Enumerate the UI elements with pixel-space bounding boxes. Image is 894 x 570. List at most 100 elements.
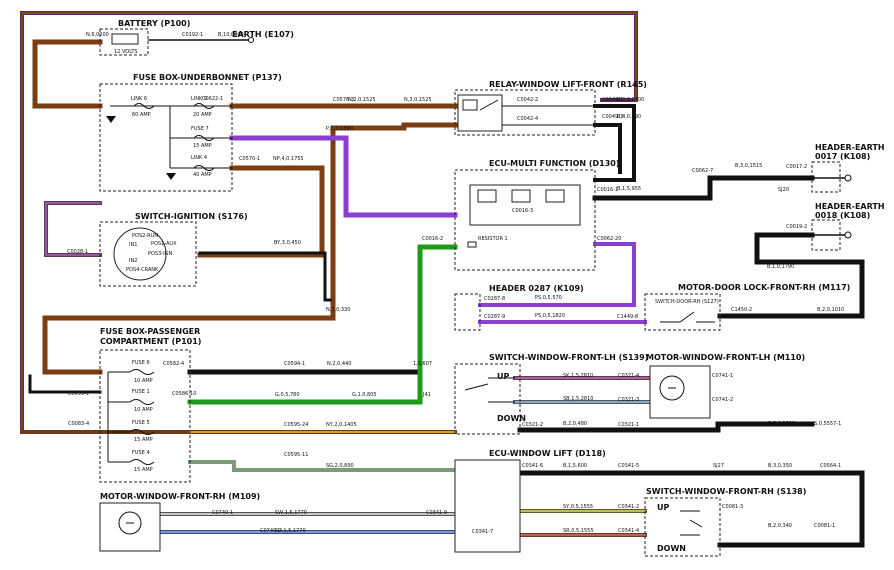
- wire-label: S,0,5557-1: [814, 421, 841, 427]
- svg-text:10 AMP: 10 AMP: [134, 378, 153, 384]
- wire-label: SK,1,5,2810: [563, 373, 593, 379]
- svg-text:IN1: IN1: [129, 242, 137, 248]
- svg-text:RELAY-WINDOW LIFT-FRONT (R145): RELAY-WINDOW LIFT-FRONT (R145): [489, 80, 647, 89]
- svg-text:20 AMP: 20 AMP: [193, 112, 212, 118]
- svg-text:15 AMP: 15 AMP: [134, 467, 153, 473]
- svg-text:C0740-2: C0740-2: [260, 528, 281, 534]
- wire-label: P,1,0,1890: [326, 126, 353, 132]
- wire-label: B,3,0,1515: [735, 163, 762, 169]
- svg-text:FUSE 6: FUSE 6: [132, 360, 150, 366]
- svg-text:15 AMP: 15 AMP: [134, 437, 153, 443]
- wire-label: NY,2,0,1405: [326, 422, 357, 428]
- svg-text:C0321-3: C0321-3: [618, 397, 639, 403]
- header-earth-2: HEADER-EARTH 0018 (K108) C0019-2: [786, 202, 885, 251]
- wires: [20, 11, 865, 548]
- wire-label: SG,2,0,890: [326, 463, 354, 469]
- wire-label: N,2,0,440: [327, 361, 351, 367]
- wire-battery-brown: [32, 39, 103, 109]
- svg-text:40 AMP: 40 AMP: [193, 172, 212, 178]
- wire-green: [187, 244, 458, 405]
- wire-label: SB,1,5,2810: [563, 396, 593, 402]
- switch-window-rh: SWITCH-WINDOW-FRONT-RH (S138) UP DOWN C0…: [644, 487, 806, 557]
- wire-label: C0049-3: [602, 114, 623, 120]
- svg-text:SWITCH-DOOR-RH (S127): SWITCH-DOOR-RH (S127): [655, 299, 719, 305]
- svg-text:HEADER-EARTH: HEADER-EARTH: [815, 143, 885, 152]
- svg-text:LINK 4: LINK 4: [191, 155, 207, 161]
- battery: BATTERY (P100) 12 VOLTS N,6,0000 C0192-1…: [86, 19, 294, 56]
- svg-text:FUSE 4: FUSE 4: [132, 450, 150, 456]
- svg-text:C1450-2: C1450-2: [731, 307, 752, 313]
- svg-text:RESISTOR 1: RESISTOR 1: [478, 236, 508, 242]
- wire-black-lh: [517, 421, 815, 433]
- wire-label: SR,0,5,1555: [563, 528, 594, 534]
- fuse-box-underbonnet: FUSE BOX-UNDERBONNET (P137) LINK 6 60 AM…: [99, 73, 282, 192]
- wire-label: N,3,0,1525: [404, 97, 432, 103]
- wire-label: C0564-1: [820, 463, 841, 469]
- wire-label: B,1,5,600: [563, 463, 587, 469]
- wire-slate-green: [188, 460, 457, 472]
- svg-text:C0042-4: C0042-4: [517, 116, 538, 122]
- wire-label: C0049-1: [602, 97, 623, 103]
- svg-text:C0081-3: C0081-3: [722, 504, 743, 510]
- wire-label: 1,0,607: [413, 361, 432, 367]
- svg-text:C0341-6: C0341-6: [522, 463, 543, 469]
- svg-text:HEADER-EARTH: HEADER-EARTH: [815, 202, 885, 211]
- svg-text:MOTOR-WINDOW-FRONT-LH (M110): MOTOR-WINDOW-FRONT-LH (M110): [646, 353, 805, 362]
- motor-window-rh: MOTOR-WINDOW-FRONT-RH (M109) C0740-1 C07…: [99, 492, 281, 552]
- wire-label: SW,1,5,1770: [275, 510, 307, 516]
- wire-black-relay: [593, 104, 636, 182]
- svg-text:FUSE 5: FUSE 5: [132, 420, 150, 426]
- wire-label: B,3,0,1390: [768, 421, 795, 427]
- svg-text:LINK 9: LINK 9: [191, 96, 207, 102]
- wire-label: G,1,0,805: [352, 392, 377, 398]
- ecu-multi-function: ECU-MULTI FUNCTION (D130) C0016-3 RESIST…: [422, 159, 621, 271]
- svg-text:HEADER 0287 (K109): HEADER 0287 (K109): [489, 284, 584, 293]
- header-0287: HEADER 0287 (K109) C0287-8 C0287-9 C1449…: [454, 284, 638, 331]
- svg-text:B,10,0000: B,10,0000: [218, 32, 244, 38]
- svg-text:C0083-4: C0083-4: [68, 421, 89, 427]
- wire-label: B,1,0,1790: [767, 264, 794, 270]
- svg-text:C0019-2: C0019-2: [786, 224, 807, 230]
- wire-purple-ig: [44, 201, 102, 257]
- fuse-box-passenger: FUSE BOX-PASSENGER COMPARTMENT (P101) FU…: [68, 327, 201, 483]
- svg-text:POS4-CRANK: POS4-CRANK: [126, 267, 159, 273]
- svg-text:FUSE 1: FUSE 1: [132, 389, 150, 395]
- svg-text:POS3-IGN: POS3-IGN: [148, 251, 172, 257]
- svg-text:C0582-4: C0582-4: [163, 361, 184, 367]
- wire-label: PS,0,5,1820: [535, 313, 565, 319]
- wire-label: N,2,0,1525: [348, 97, 376, 103]
- svg-text:C0062-20: C0062-20: [597, 236, 621, 242]
- wire-black-earth2: [717, 232, 865, 319]
- wire-label: BY,3,0,450: [274, 240, 301, 246]
- svg-text:C0341-4: C0341-4: [618, 528, 639, 534]
- svg-text:0017 (K108): 0017 (K108): [815, 152, 870, 161]
- ecu-window-lift: ECU-WINDOW LIFT (D118) C0341-6 C0341-5 C…: [426, 449, 639, 553]
- svg-text:DOWN: DOWN: [497, 414, 526, 423]
- svg-text:ECU-MULTI FUNCTION (D130): ECU-MULTI FUNCTION (D130): [489, 159, 620, 168]
- wire-label: PS,0,5,570: [535, 295, 562, 301]
- wire-label: B,3,0,1400: [617, 97, 644, 103]
- relay-window-lift: RELAY-WINDOW LIFT-FRONT (R145) C0042-2 C…: [454, 80, 647, 136]
- svg-text:12 VOLTS: 12 VOLTS: [114, 49, 138, 55]
- wire-label: N,1,0,330: [326, 307, 350, 313]
- svg-text:C0287-8: C0287-8: [484, 296, 505, 302]
- svg-text:C0017-2: C0017-2: [786, 164, 807, 170]
- wire-label: C0594-1: [284, 361, 305, 367]
- svg-text:COMPARTMENT (P101): COMPARTMENT (P101): [100, 337, 201, 346]
- earth-label: EARTH (E107): [232, 30, 294, 39]
- wire-black-earth1: [592, 175, 815, 201]
- wire-label: B,2,0,1010: [817, 307, 844, 313]
- svg-text:SWITCH-WINDOW-FRONT-LH (S139): SWITCH-WINDOW-FRONT-LH (S139): [489, 353, 648, 362]
- svg-text:FUSE BOX-UNDERBONNET (P137): FUSE BOX-UNDERBONNET (P137): [133, 73, 282, 82]
- svg-text:C0016-1: C0016-1: [597, 187, 618, 193]
- wire-purple-fuse7: [229, 135, 458, 218]
- header-earth-1: HEADER-EARTH 0017 (K108) C0017-2 SJ20: [778, 143, 885, 193]
- svg-text:C0321-2: C0321-2: [522, 422, 543, 428]
- svg-text:C0341-7: C0341-7: [472, 529, 493, 535]
- wire-label: C0570-1: [239, 156, 260, 162]
- motor-window-lh: MOTOR-WINDOW-FRONT-LH (M110) C0741-1 C07…: [646, 353, 805, 419]
- wire-label: SJ27: [713, 463, 724, 469]
- svg-text:DOWN: DOWN: [657, 544, 686, 553]
- svg-text:SJ20: SJ20: [778, 187, 789, 193]
